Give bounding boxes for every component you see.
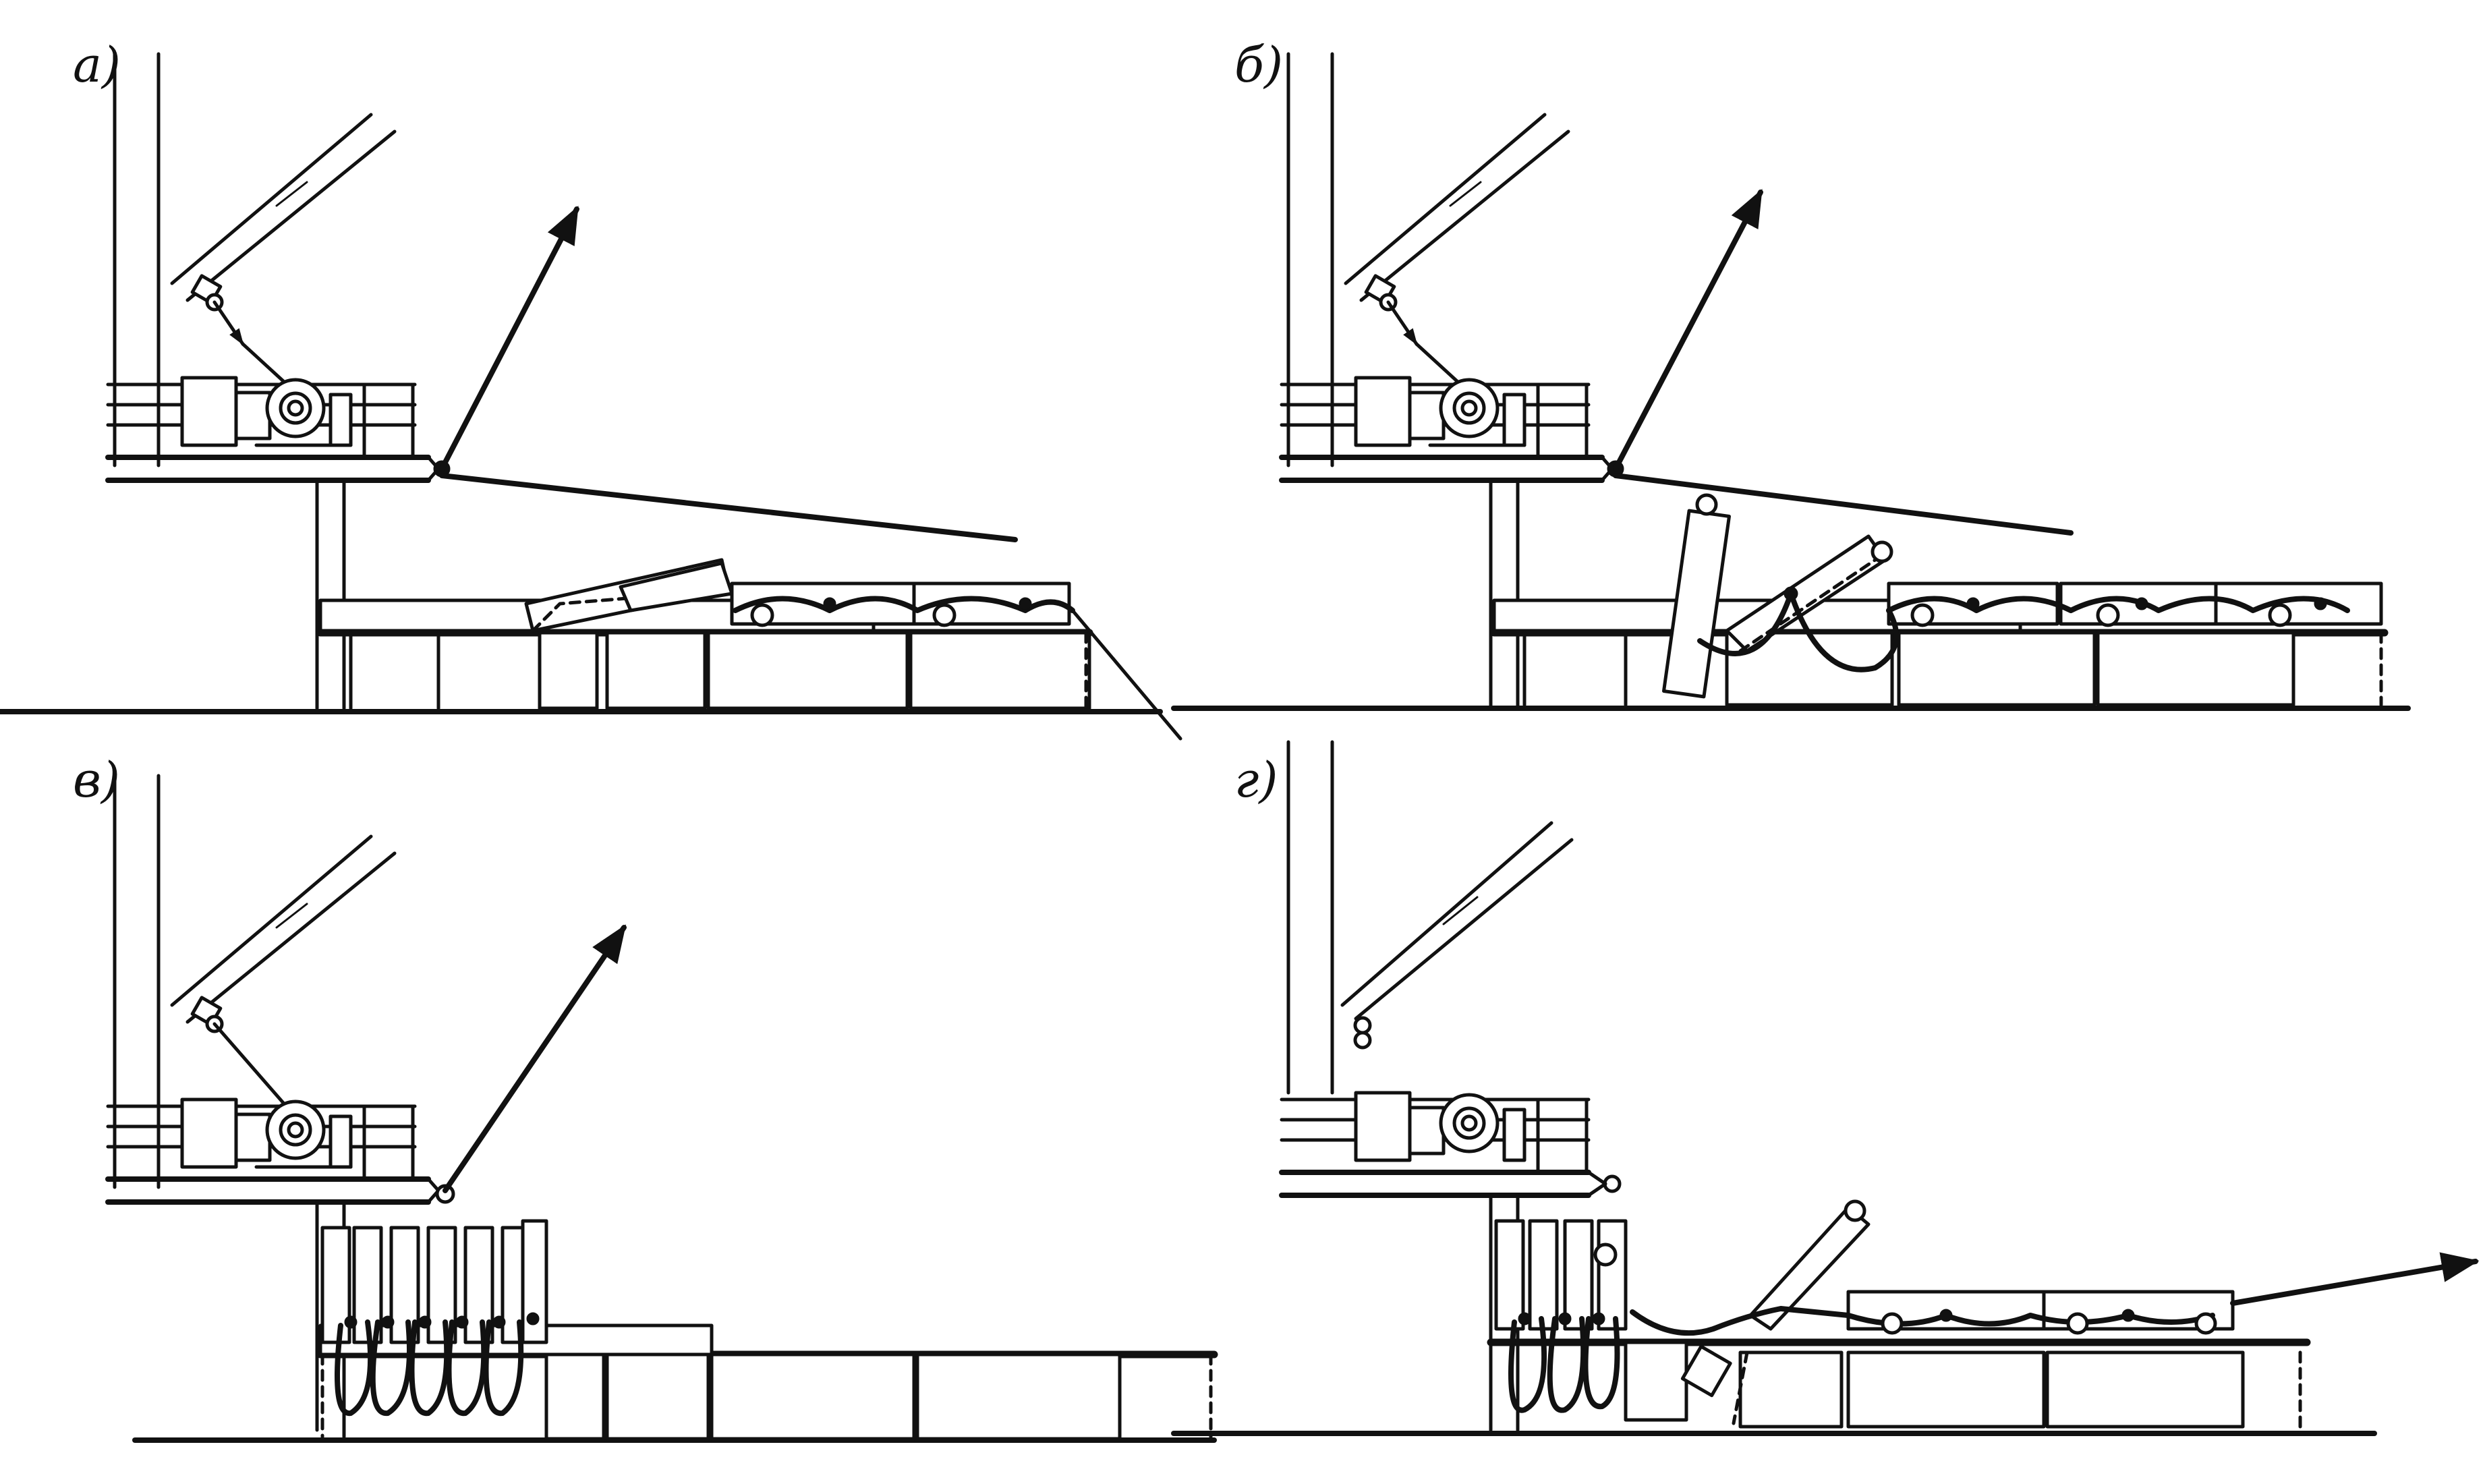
panel-b-drawing xyxy=(1171,54,2411,711)
panel-g-drawing xyxy=(1171,740,2480,1436)
panel-label-g: г) xyxy=(1234,751,1278,808)
panel-v-drawing xyxy=(108,776,1218,1443)
panel-label-v: в) xyxy=(73,751,120,808)
panel-label-b: б) xyxy=(1234,36,1284,93)
panel-a-drawing xyxy=(0,54,1182,741)
panel-label-a: а) xyxy=(73,36,121,93)
